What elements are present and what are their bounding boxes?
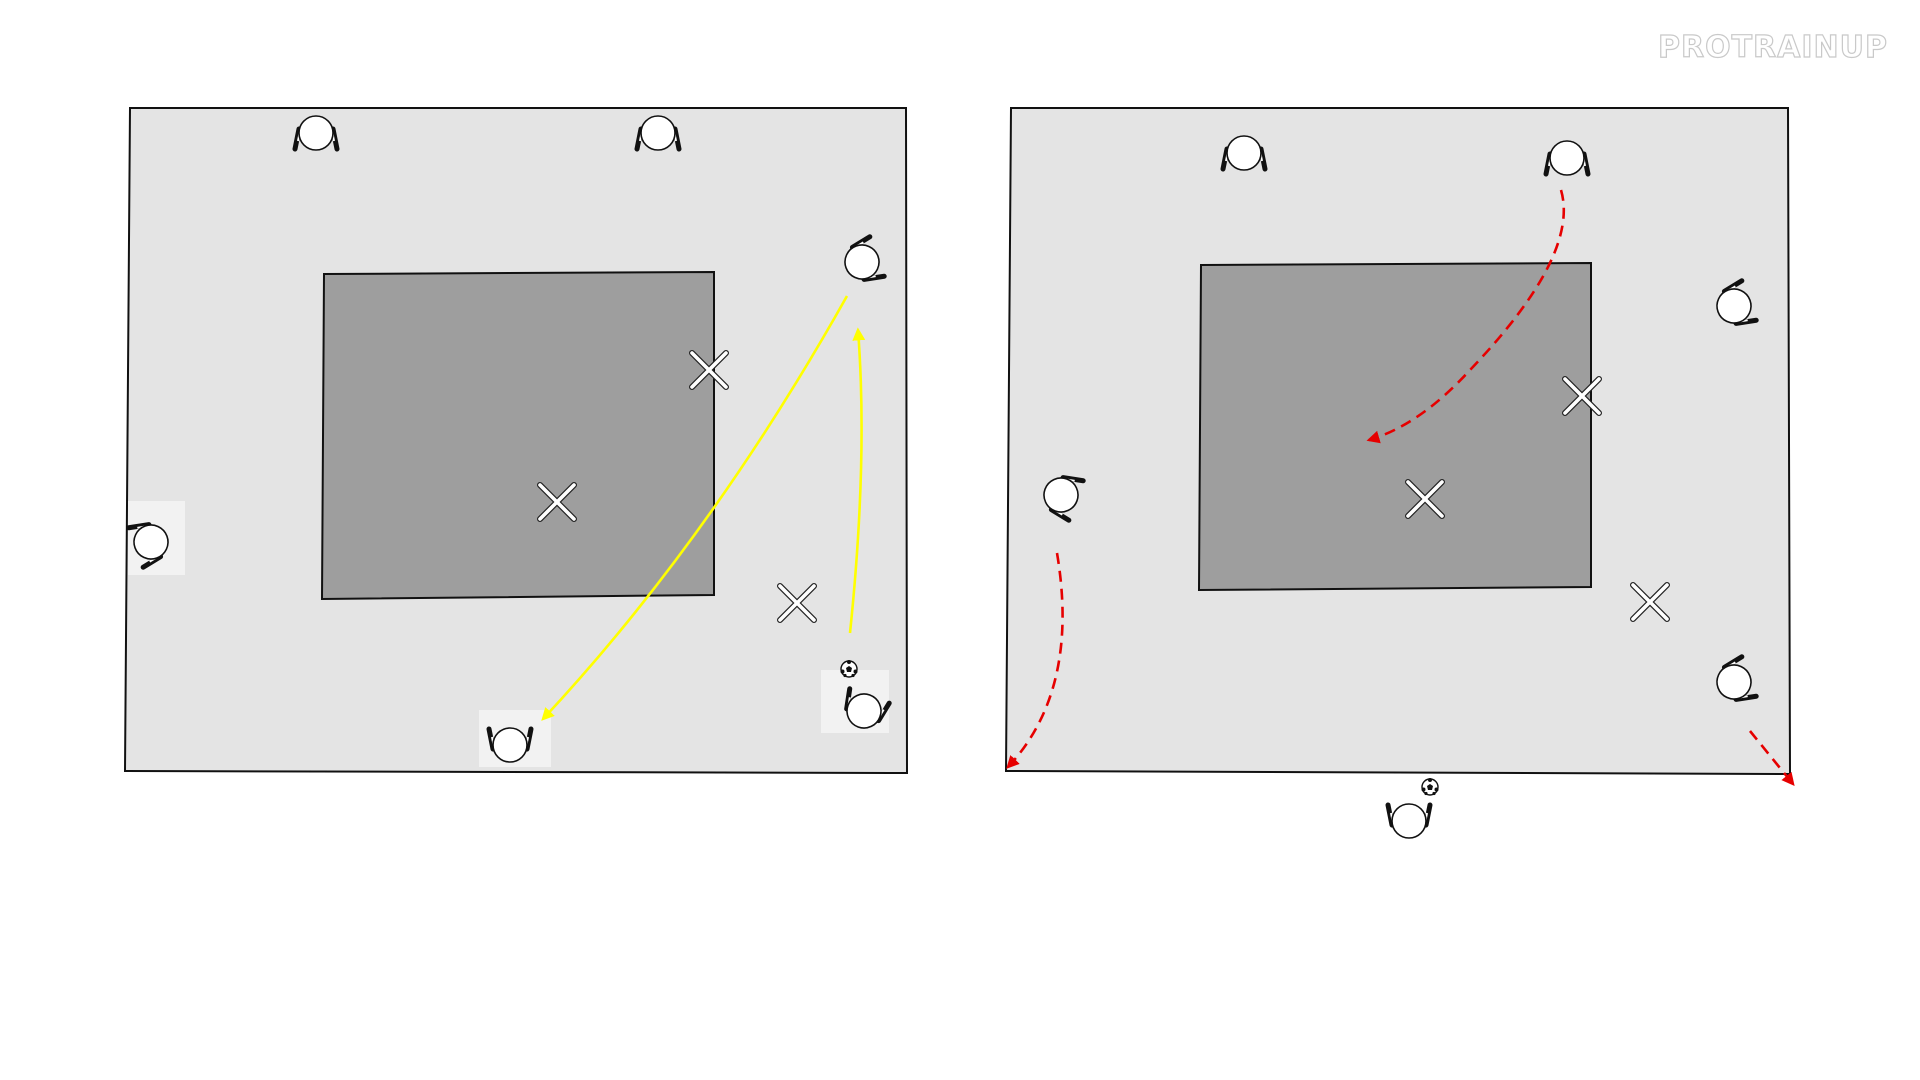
left-diagram <box>123 107 909 775</box>
central-zone <box>320 270 715 601</box>
run-arrow <box>1748 730 1795 787</box>
central-zone <box>1197 261 1592 592</box>
right-diagram <box>1004 107 1795 838</box>
pass-arrow <box>848 327 866 634</box>
run-arrow <box>1006 552 1064 769</box>
run-arrow <box>1366 189 1566 444</box>
protrainup-logo: PROTRAINUP <box>1657 29 1888 65</box>
ball-icon <box>1420 777 1440 796</box>
player-icon <box>1388 804 1430 838</box>
pass-arrow <box>541 295 849 721</box>
